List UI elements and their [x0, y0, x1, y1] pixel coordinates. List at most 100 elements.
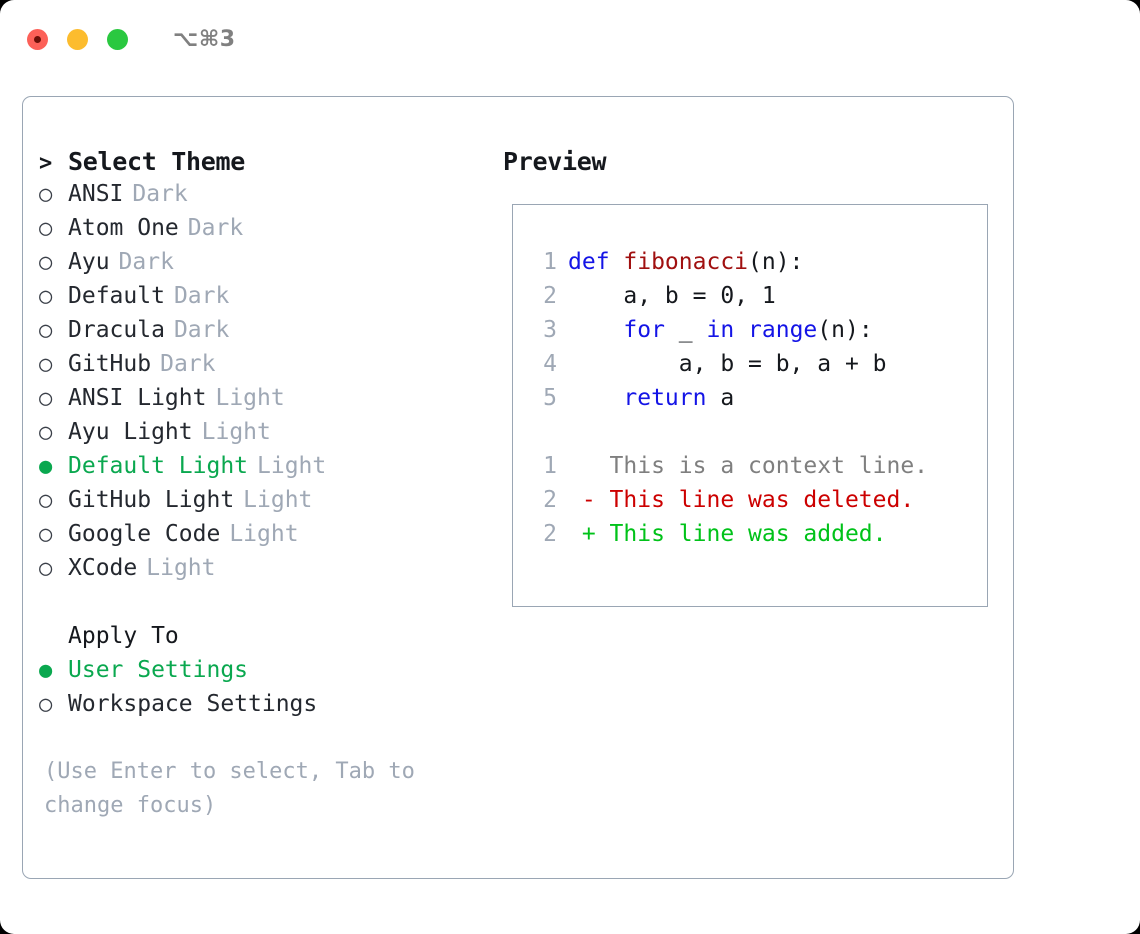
code-token: a, b = b, a + b	[568, 351, 887, 377]
theme-variant-badge: Dark	[118, 249, 174, 275]
code-token: return	[623, 385, 707, 411]
window-controls	[27, 28, 128, 50]
keyboard-hint: (Use Enter to select, Tab to change focu…	[44, 759, 415, 818]
focus-caret-icon: >	[39, 151, 53, 176]
code-token	[734, 317, 748, 343]
radio-unselected-icon[interactable]: ○	[39, 522, 53, 547]
theme-variant-badge: Dark	[160, 351, 216, 377]
code-token	[568, 317, 623, 343]
radio-unselected-icon[interactable]: ○	[39, 284, 53, 309]
line-number: 5	[543, 385, 557, 411]
code-token: (n):	[817, 317, 873, 343]
theme-list-item[interactable]: ○ Ayu Light Light	[39, 419, 503, 453]
radio-unselected-icon[interactable]: ○	[39, 318, 53, 343]
code-text: for _ in range(n):	[568, 317, 873, 343]
minimize-button[interactable]	[67, 28, 88, 50]
theme-name: XCode	[68, 555, 138, 581]
radio-unselected-icon[interactable]: ○	[39, 386, 53, 411]
apply-to-option[interactable]: ●User Settings	[39, 657, 503, 691]
theme-list-item[interactable]: ○ ANSI Light Light	[39, 385, 503, 419]
code-token: a	[706, 385, 735, 411]
radio-unselected-icon[interactable]: ○	[39, 692, 53, 717]
code-token: fibonacci	[623, 249, 749, 275]
theme-variant-badge: Light	[201, 419, 271, 445]
theme-variant-badge: Light	[146, 555, 216, 581]
radio-unselected-icon[interactable]: ○	[39, 250, 53, 275]
code-text: return a	[568, 385, 734, 411]
code-line: 2 a, b = 0, 1	[530, 283, 987, 317]
theme-name: ANSI Light	[68, 385, 207, 411]
theme-list-item[interactable]: ○ Atom One Dark	[39, 215, 503, 249]
radio-selected-icon[interactable]: ●	[39, 454, 53, 479]
theme-variant-badge: Light	[257, 453, 327, 479]
code-text: a, b = 0, 1	[568, 283, 776, 309]
code-token: in	[706, 317, 735, 343]
theme-variant-badge: Light	[229, 521, 299, 547]
theme-variant-badge: Dark	[173, 283, 230, 309]
line-number: 2	[543, 487, 557, 513]
keyboard-shortcut-label: ⌥⌘3	[173, 26, 236, 52]
theme-variant-badge: Dark	[132, 181, 188, 207]
theme-list-item[interactable]: ● Default Light Light	[39, 453, 503, 487]
theme-list-item[interactable]: ○ Default Dark	[39, 283, 503, 317]
radio-selected-icon[interactable]: ●	[39, 658, 53, 683]
diff-text: + This line was added.	[568, 521, 887, 547]
code-token	[568, 385, 623, 411]
theme-list-item[interactable]: ○ Google Code Light	[39, 521, 503, 555]
theme-name: GitHub Light	[68, 487, 235, 513]
theme-name: Dracula	[68, 317, 165, 343]
apply-to-option[interactable]: ○ Workspace Settings	[39, 691, 503, 725]
select-theme-heading: > Select Theme	[39, 147, 503, 181]
radio-unselected-icon[interactable]: ○	[39, 420, 53, 445]
code-token: for	[623, 317, 665, 343]
code-text: a, b = b, a + b	[568, 351, 887, 377]
theme-variant-badge: Dark	[187, 215, 244, 241]
theme-name: Ayu Light	[68, 419, 193, 445]
diff-line: 1 This is a context line.	[530, 453, 987, 487]
code-token: a, b = 0, 1	[568, 283, 776, 309]
radio-unselected-icon[interactable]: ○	[39, 352, 53, 377]
theme-variant-badge: Light	[215, 385, 285, 411]
apply-to-list: ●User Settings○ Workspace Settings	[39, 657, 503, 725]
code-line: 4 a, b = b, a + b	[530, 351, 987, 385]
code-token: range	[748, 317, 818, 343]
diff-line: 2 + This line was added.	[530, 521, 987, 555]
line-number: 1	[543, 453, 557, 479]
code-line: 3 for _ in range(n):	[530, 317, 987, 351]
theme-name: Default	[68, 283, 165, 309]
theme-name: Default Light	[68, 453, 249, 479]
radio-unselected-icon[interactable]: ○	[39, 556, 53, 581]
close-button[interactable]	[27, 28, 48, 50]
maximize-button[interactable]	[107, 28, 128, 50]
theme-list-item[interactable]: ○ XCode Light	[39, 555, 503, 589]
theme-list-item[interactable]: ○ GitHub Dark	[39, 351, 503, 385]
line-number: 3	[543, 317, 557, 343]
radio-unselected-icon[interactable]: ○	[39, 182, 53, 207]
apply-to-label: Workspace Settings	[68, 691, 318, 717]
code-token: _	[664, 317, 707, 343]
code-token: def	[568, 249, 624, 275]
theme-name: Google Code	[68, 521, 221, 547]
radio-unselected-icon[interactable]: ○	[39, 488, 53, 513]
radio-unselected-icon[interactable]: ○	[39, 216, 53, 241]
code-text: def fibonacci(n):	[568, 249, 803, 275]
code-line: 5 return a	[530, 385, 987, 419]
section-title: Select Theme	[68, 147, 246, 176]
theme-name: GitHub	[68, 351, 152, 377]
diff-text: This is a context line.	[568, 453, 929, 479]
diff-text: - This line was deleted.	[568, 487, 915, 513]
title-bar: ⌥⌘3	[0, 0, 1140, 78]
code-diff-separator	[530, 419, 987, 453]
theme-name: Atom One	[68, 215, 179, 241]
